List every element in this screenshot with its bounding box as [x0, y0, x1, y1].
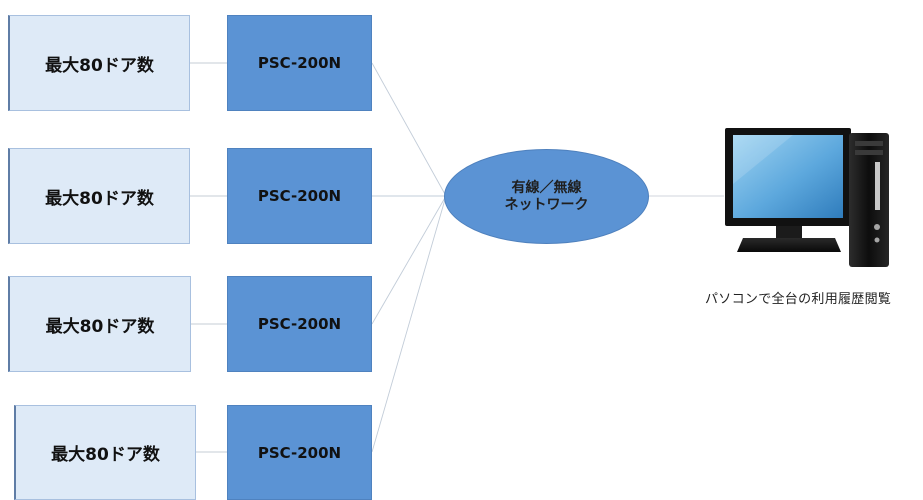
controller-label: PSC-200N: [257, 315, 342, 333]
controller-box-4: PSC-200N: [227, 405, 372, 500]
door-unit-box-2: 最大80ドア数: [8, 148, 190, 244]
controller-box-1: PSC-200N: [227, 15, 372, 111]
door-unit-label: 最大80ドア数: [45, 188, 154, 209]
controller-label: PSC-200N: [257, 54, 342, 72]
door-unit-box-3: 最大80ドア数: [8, 276, 191, 372]
network-label-line1: 有線／無線: [511, 179, 582, 196]
controller-network-connector-1: [371, 62, 447, 197]
door-unit-label: 最大80ドア数: [45, 55, 154, 76]
controller-network-connector-4: [371, 195, 447, 453]
controller-label: PSC-200N: [257, 187, 342, 205]
controller-label: PSC-200N: [257, 443, 342, 462]
door-unit-box-1: 最大80ドア数: [8, 15, 190, 111]
door-unit-label: 最大80ドア数: [45, 316, 155, 337]
door-unit-label: 最大80ドア数: [51, 445, 160, 465]
door-unit-box-4: 最大80ドア数: [14, 405, 196, 500]
desktop-computer-icon: [725, 128, 889, 267]
pc-caption: パソコンで全台の利用履歴閲覧: [705, 292, 892, 307]
controller-box-3: PSC-200N: [227, 276, 372, 372]
network-label-line2: ネットワーク: [504, 196, 589, 213]
network-ellipse: 有線／無線 ネットワーク: [444, 149, 649, 244]
controller-box-2: PSC-200N: [227, 148, 372, 244]
controller-network-connector-3: [371, 195, 447, 325]
